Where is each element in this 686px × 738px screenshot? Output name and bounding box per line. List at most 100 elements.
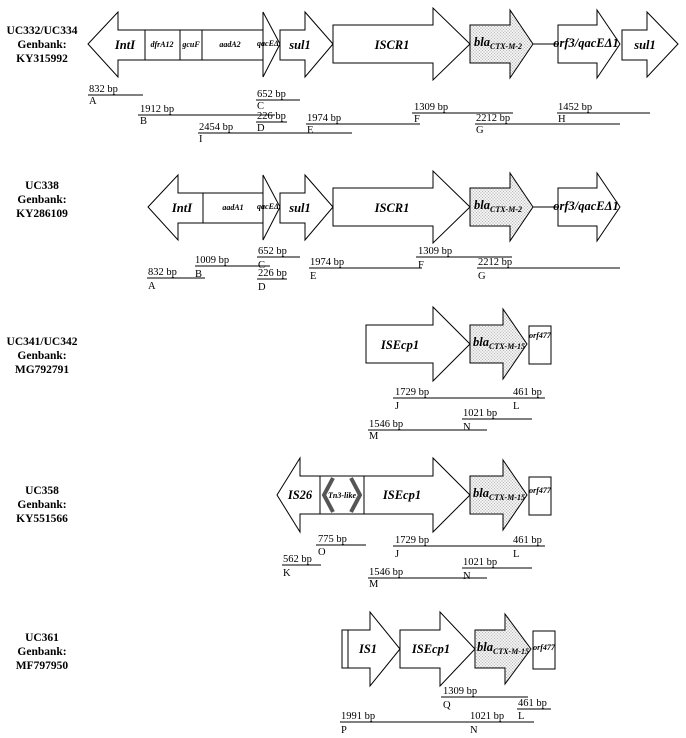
tn3-like-label: Tn3-like [328,491,356,500]
amplicon-N-size: 1021 bp [463,408,497,419]
amplicon-M-letter: M [369,431,379,442]
amplicon-L: 461 bp L [517,698,551,722]
orf3-qacE-gene-arrow [557,8,621,80]
amplicon-G-letter: G [476,125,484,136]
amplicon-P-letter: P [341,725,347,736]
row-1-strain: UC332/UC334 [7,25,78,37]
amplicon-E-letter: E [307,125,313,136]
row-4-genbank-label: Genbank: [17,499,66,511]
tn3-like-chevrons [321,477,363,513]
amplicon-L: 461 bp L [511,535,545,560]
blaCTX-M-2-gene-label: blaCTX-M-2 [474,198,522,214]
amplicon-H: 1452 bp H [557,102,650,125]
isecp1-element-arrow [363,456,471,534]
amplicon-D-size: 226 bp [257,111,286,122]
blaCTX-M-2-gene-label: blaCTX-M-2 [474,35,522,51]
amplicon-K: 562 bp K [282,554,321,579]
sul1-gene-label-2: sul1 [633,38,656,52]
amplicon-N-letter: N [470,725,478,736]
isecp1-element-label: ISEcp1 [382,488,421,502]
sul1-gene-arrow [279,173,334,242]
amplicon-F-size: 1309 bp [418,246,452,257]
amplicon-Q-letter: Q [443,700,451,711]
amplicon-D-letter: D [257,123,265,134]
blaCTX-M-15-gene-arrow [469,458,528,532]
amplicon-L-size: 461 bp [518,698,547,709]
iscr1-element-arrow [332,169,471,245]
row-2-strain: UC338 [25,180,59,192]
amplicon-K-size: 562 bp [283,554,312,565]
amplicon-O-letter: O [318,547,326,558]
amplicon-I-letter: I [199,134,203,145]
amplicon-N-letter: N [463,571,471,582]
amplicon-J-size: 1729 bp [395,535,429,546]
amplicon-A-size: 832 bp [89,84,118,95]
row-4-strain: UC358 [25,485,59,497]
amplicon-E: 1974 bp E [306,113,420,136]
amplicon-P: 1991 bp P [340,711,480,736]
blaCTX-M-2-gene-arrow [469,8,534,80]
row-3-map: UC341/UC342 Genbank: MG792791 ISEcp1 bla… [7,305,552,442]
blaCTX-M-15-gene-label: blaCTX-M-15 [473,335,525,351]
orf3-qacE-gene-arrow [557,171,621,243]
tn3-like-box [319,475,365,515]
amplicon-D-letter: D [258,282,266,293]
amplicon-D: 226 bp D [256,111,287,134]
qacE-gene-arrow [262,11,281,78]
amplicon-C: 652 bp C [257,246,300,271]
amplicon-B: 1912 bp B [138,104,275,127]
amplicon-F-letter: F [418,260,424,271]
amplicon-J: 1729 bp J [393,387,530,412]
sul1-gene-label: sul1 [288,201,311,215]
amplicon-C-letter: C [258,260,265,271]
amplicon-H-size: 1452 bp [558,102,592,113]
amplicon-D-size: 226 bp [258,268,287,279]
amplicon-E-letter: E [310,271,316,282]
row-3-genbank-label: Genbank: [17,350,66,362]
amplicon-L: 461 bp L [511,387,545,412]
row-2-accession: KY286109 [16,208,68,220]
orf477-gene-box [528,476,552,516]
blaCTX-M-15-gene-arrow [469,307,528,381]
aadA2-gene-label: aadA2 [219,40,240,49]
amplicon-E-size: 1974 bp [310,257,344,268]
amplicon-B: 1009 bp B [195,255,270,280]
blaCTX-M-15-gene-label: blaCTX-M-15 [473,486,525,502]
row-3-strain: UC341/UC342 [7,336,78,348]
row-4-map: UC358 Genbank: KY551566 IS26 Tn3-like IS… [16,456,552,590]
amplicon-J-letter: J [395,549,399,560]
amplicon-C: 652 bp C [256,89,300,112]
orf477-gene-label: orf477 [529,486,552,495]
amplicon-J-size: 1729 bp [395,387,429,398]
amplicon-L-size: 461 bp [513,387,542,398]
amplicon-C-letter: C [257,101,264,112]
isecp1-element-label: ISEcp1 [411,642,450,656]
blaCTX-M-15-gene-label: blaCTX-M-15 [477,640,529,656]
blaCTX-M-2-gene-arrow [469,171,534,243]
amplicon-F-letter: F [414,114,420,125]
amplicon-M: 1546 bp M [368,419,487,442]
row-4-accession: KY551566 [16,513,68,525]
qacE-gene-arrow [262,174,281,241]
aadA1-gene-label: aadA1 [222,203,243,212]
amplicon-A-letter: A [89,96,97,107]
row-2-map: UC338 Genbank: KY286109 IntI aadA1 qacEΔ… [16,169,621,293]
blaCTX-M-15-gene-arrow [474,612,532,686]
sul1-gene-arrow [279,10,334,79]
amplicon-B-size: 1009 bp [195,255,229,266]
amplicon-F: 1309 bp F [412,102,513,125]
amplicon-N-letter: N [463,422,471,433]
amplicon-E-size: 1974 bp [307,113,341,124]
amplicon-A-letter: A [148,281,156,292]
qacE-gene-label: qacEΔ1 [257,39,283,48]
row-5-strain: UC361 [25,632,59,644]
iscr1-element-label: ISCR1 [374,38,410,52]
amplicon-C-size: 652 bp [257,89,286,100]
amplicon-F-size: 1309 bp [414,102,448,113]
amplicon-B-letter: B [195,269,202,280]
amplicon-F: 1309 bp F [416,246,512,271]
amplicon-N-size: 1021 bp [470,711,504,722]
amplicon-N: 1021 bp N [469,711,534,736]
iscr1-element-label: ISCR1 [374,201,410,215]
